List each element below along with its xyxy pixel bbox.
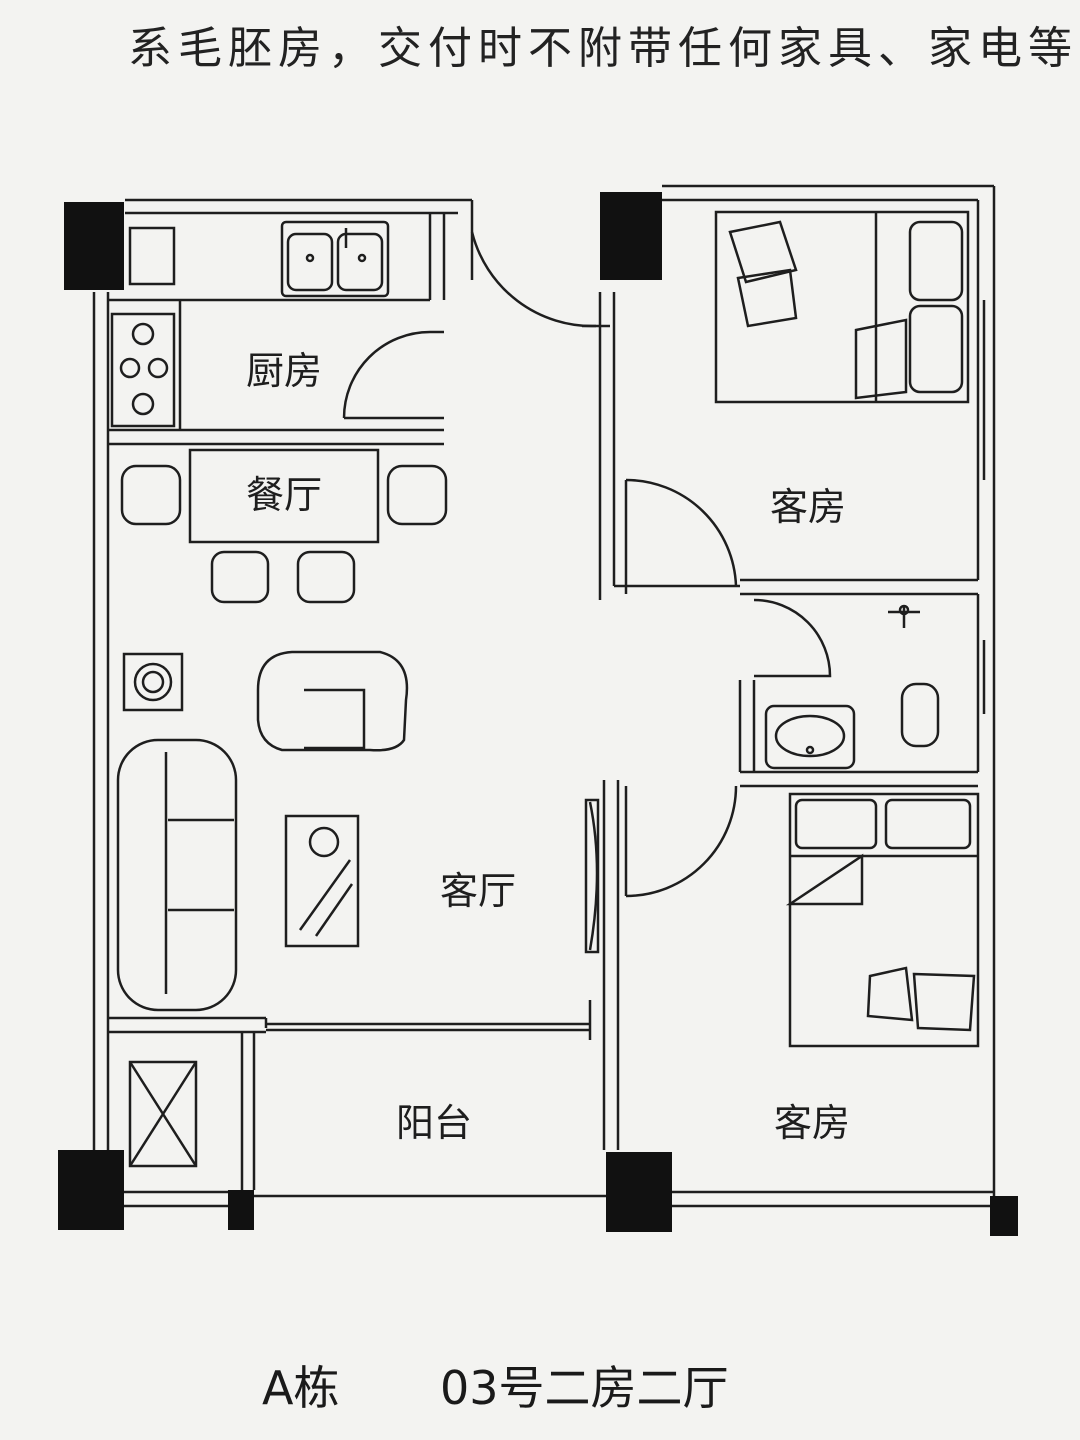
unit-type-label: 03号二房二厅 — [440, 1361, 729, 1415]
bedroom-top-door — [624, 478, 738, 594]
room-label-bedroom-bottom: 客房 — [774, 1101, 850, 1145]
room-label-bedroom-top: 客房 — [770, 485, 846, 529]
left-unit-walls — [92, 198, 474, 1150]
shower-icon — [898, 604, 910, 616]
living-furniture-icon — [116, 650, 600, 1012]
kitchen-fixtures — [108, 220, 444, 430]
bed-bottom-icon — [785, 792, 980, 1048]
bedroom-bottom-door — [624, 785, 738, 898]
dining-set-icon — [120, 448, 448, 604]
storage-icon — [128, 1060, 198, 1168]
building-label: A栋 — [262, 1361, 340, 1415]
sink-icon — [280, 220, 390, 298]
structural-columns — [58, 192, 1018, 1236]
bathroom-fixtures — [753, 598, 940, 770]
room-label-living: 客厅 — [440, 869, 516, 913]
header-note: 系毛胚房，交付时不附带任何家具、家电等 — [128, 23, 1078, 74]
toilet-icon — [900, 682, 940, 748]
right-unit-walls — [598, 184, 996, 1208]
stove-icon — [110, 312, 176, 428]
balcony-sliding-door — [108, 780, 620, 1150]
room-label-balcony: 阳台 — [396, 1101, 472, 1145]
room-label-kitchen: 厨房 — [246, 349, 322, 393]
washbasin-icon — [764, 704, 856, 770]
balcony-fixtures — [122, 1032, 606, 1208]
room-label-dining: 餐厅 — [246, 473, 322, 517]
bed-top-icon — [714, 210, 970, 404]
entry-door — [470, 231, 610, 328]
